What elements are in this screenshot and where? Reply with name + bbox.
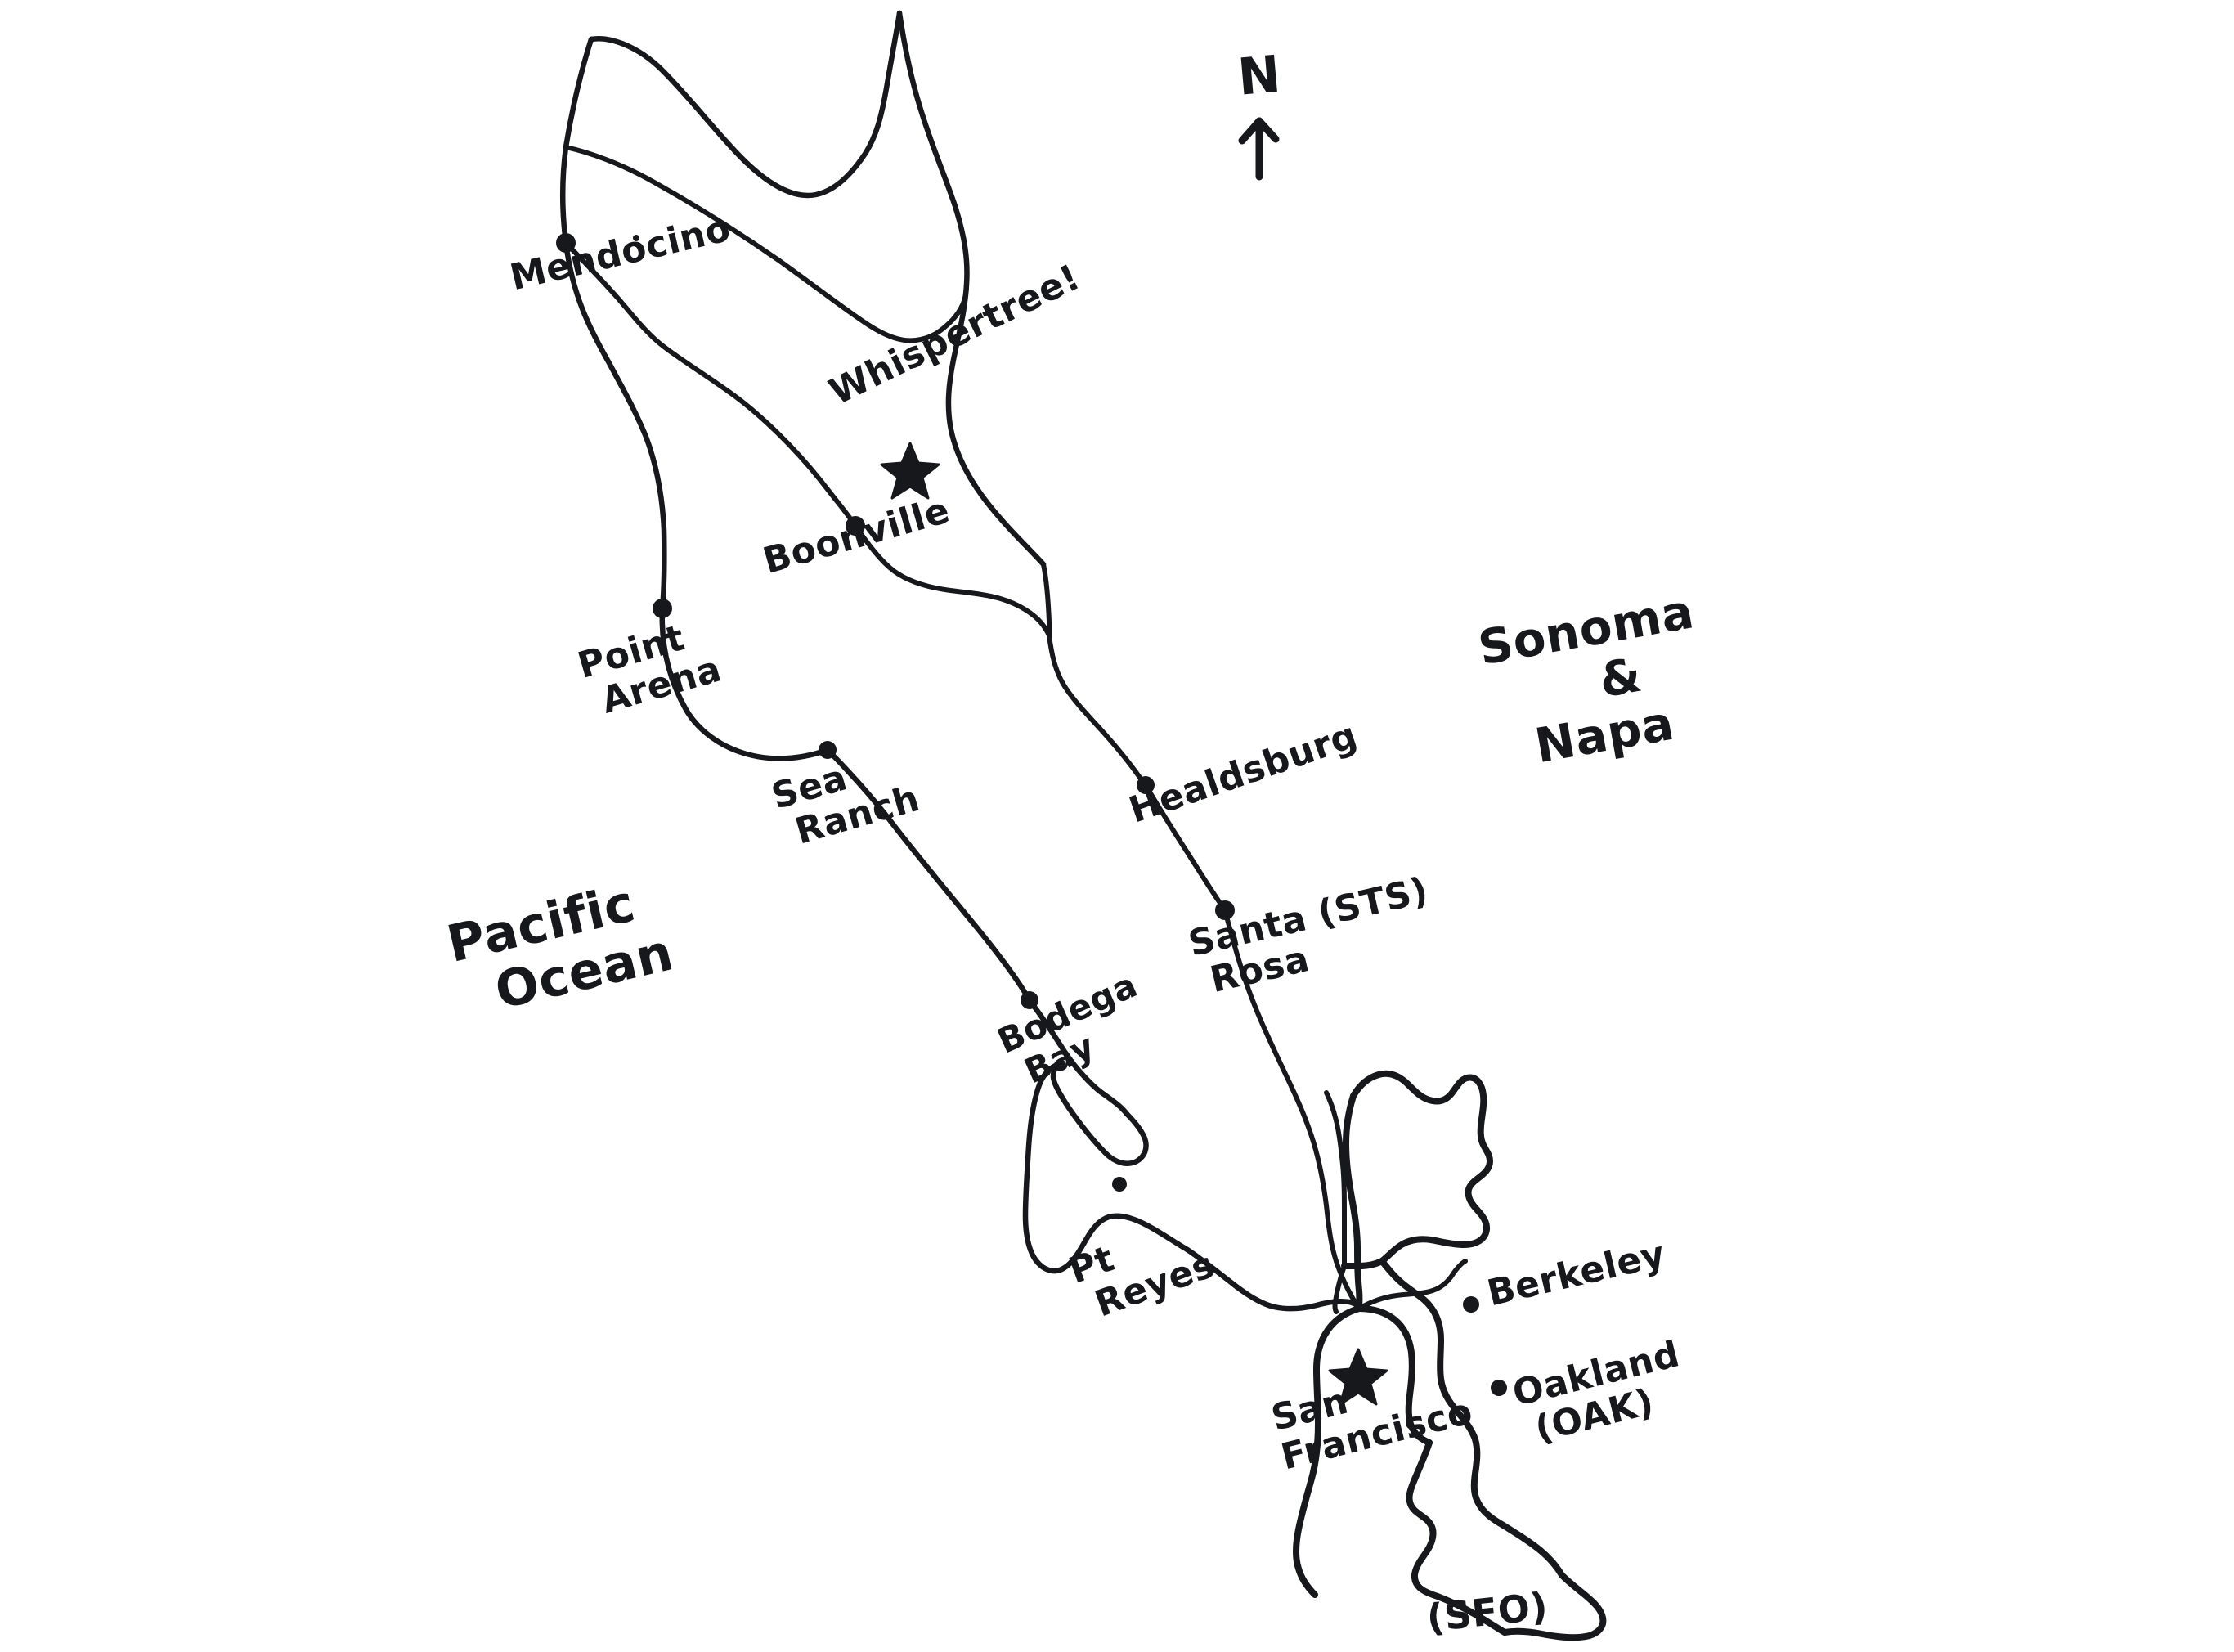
marin-shoreline-to-gate	[1184, 1246, 1362, 1312]
inner-bay-west-shore	[1406, 1439, 1508, 1636]
compass-label: N	[1235, 43, 1284, 107]
marker-dot-mendocino-tick	[633, 235, 639, 241]
marker-dot-point-arena	[653, 599, 672, 618]
road-north-bay-vertical	[1324, 1090, 1347, 1268]
north-coast-inlet	[588, 10, 903, 199]
marker-dot-healdsburg	[1137, 776, 1155, 794]
south-bay-spit	[1501, 1572, 1607, 1641]
marker-dot-boonville	[846, 516, 865, 536]
carquinez-connector	[1341, 1258, 1385, 1270]
san-francisco-east-shore	[1356, 1305, 1433, 1446]
road-junction-to-healdsburg	[1047, 633, 1148, 788]
inner-bay-east-shore	[1379, 1258, 1565, 1578]
north-arrow-icon	[1238, 117, 1280, 181]
marker-dot-berkeley	[1463, 1296, 1479, 1313]
marker-dot-mendocino	[556, 233, 576, 253]
road-santa-rosa-to-bay	[1222, 908, 1361, 1311]
road-boonville-to-junction	[853, 523, 1052, 638]
inland-ridge-north	[896, 10, 1047, 568]
road-mendocino-to-boonville	[563, 240, 858, 528]
pacific-coastline	[559, 36, 1033, 1003]
marker-dot-sea-ranch	[819, 741, 837, 759]
marker-dot-pt-reyes	[1112, 1177, 1127, 1192]
tomales-bay-inner-shore	[1050, 1060, 1149, 1166]
road-mendocino-inland	[563, 145, 969, 343]
road-marin-to-sf	[1332, 1264, 1347, 1314]
marker-dot-bodega-bay	[1021, 991, 1038, 1009]
road-bay-bridge	[1357, 1259, 1468, 1311]
star-marker-san-francisco	[1328, 1348, 1388, 1406]
point-reyes-peninsula	[1022, 1060, 1191, 1274]
coastline-bodega-to-tomales	[1026, 997, 1130, 1117]
san-francisco-peninsula	[1293, 1305, 1362, 1598]
marker-dot-oakland	[1491, 1380, 1507, 1396]
san-pablo-bay-outline	[1350, 1070, 1493, 1264]
marker-dot-santa-rosa	[1215, 900, 1235, 920]
star-marker-whispertree	[880, 442, 940, 500]
road-ridge-to-junction	[1041, 562, 1052, 638]
north-bay-west-shore	[1343, 1093, 1363, 1312]
